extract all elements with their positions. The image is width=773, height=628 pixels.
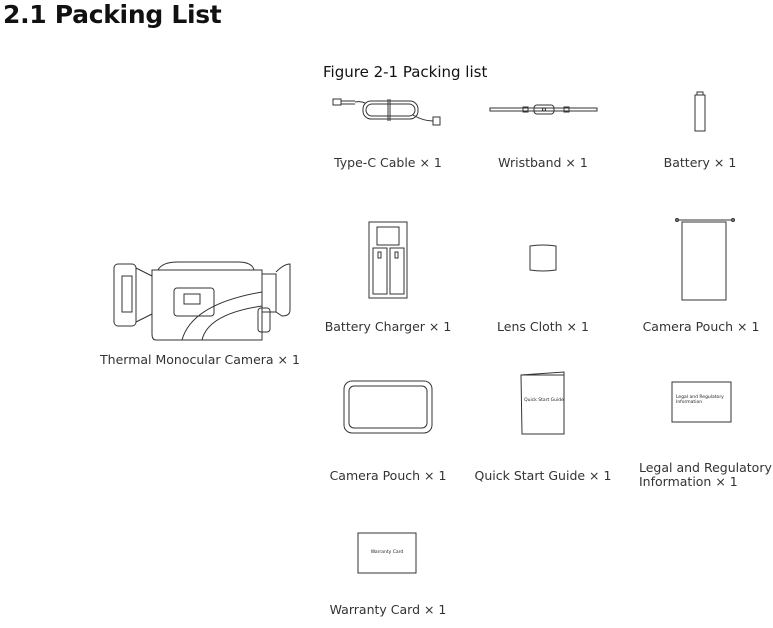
thermal-camera-image: [113, 261, 291, 341]
item-label: Camera Pouch × 1: [642, 319, 760, 334]
camera-pouch-case-image: [343, 380, 433, 434]
item-label: Legal and Regulatory Information × 1: [639, 461, 773, 489]
battery-charger-image: [368, 221, 408, 299]
item-label: Quick Start Guide × 1: [474, 468, 612, 483]
doc-text: Warranty Card: [370, 550, 404, 555]
doc-text: Legal and Regulatory Information: [676, 395, 724, 405]
legal-info-image: [671, 381, 732, 423]
item-label: Camera Pouch × 1: [329, 468, 447, 483]
warranty-card-image: [357, 532, 417, 574]
item-label: Type-C Cable × 1: [334, 155, 442, 170]
item-label-line: Legal and Regulatory: [639, 460, 772, 475]
lens-cloth-image: [529, 244, 557, 272]
item-label: Battery Charger × 1: [324, 319, 452, 334]
section-heading: 2.1 Packing List: [3, 0, 222, 29]
item-label: Battery × 1: [663, 155, 737, 170]
item-label: Lens Cloth × 1: [497, 319, 589, 334]
item-label-line: Information × 1: [639, 474, 738, 489]
figure-caption: Figure 2-1 Packing list: [323, 63, 488, 81]
item-label: Thermal Monocular Camera × 1: [100, 352, 300, 367]
camera-pouch-bag-image: [675, 218, 735, 301]
quick-start-guide-image: [520, 371, 565, 435]
item-label: Warranty Card × 1: [329, 602, 447, 617]
item-label: Wristband × 1: [498, 155, 588, 170]
battery-image: [694, 91, 706, 132]
doc-text: Quick Start Guide: [524, 398, 564, 403]
wristband-image: [489, 104, 598, 115]
type-c-cable-image: [332, 98, 441, 126]
